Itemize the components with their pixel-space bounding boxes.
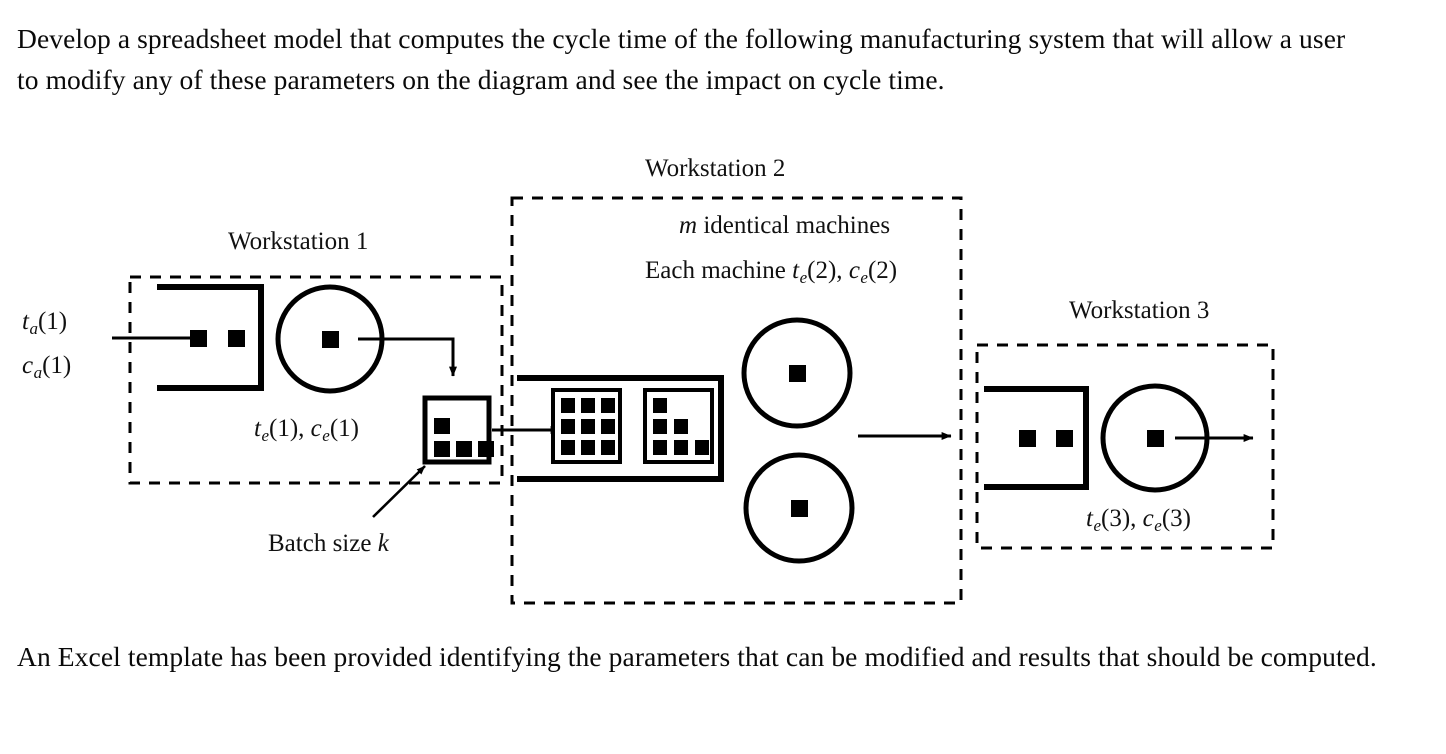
batch-unit <box>581 440 595 455</box>
ca-symbol: c <box>22 352 34 379</box>
te3-argument: (3), <box>1101 505 1137 532</box>
machine-job <box>1147 430 1164 447</box>
ce3-symbol: c <box>1142 505 1154 532</box>
te2-symbol: t <box>792 257 800 284</box>
te1-argument: (1), <box>269 415 305 442</box>
batch-unit <box>581 398 595 413</box>
batch-size-text: Batch size <box>268 530 378 557</box>
batch-unit <box>601 419 615 434</box>
manufacturing-system-diagram: ta(1) ca(1) Workstation 1 te(1), ce(1) B… <box>0 150 1446 620</box>
machine-job <box>322 331 339 348</box>
ta-argument: (1) <box>37 308 68 335</box>
te3-symbol: t <box>1086 505 1093 532</box>
batch-size-label: Batch size k <box>268 530 389 558</box>
ca-subscript: a <box>33 362 43 382</box>
queue-job <box>1056 430 1073 447</box>
workstation1-boundary <box>128 275 504 485</box>
workstation3-queue <box>984 386 1089 490</box>
queue-job <box>228 330 245 347</box>
arrival-interarrival-label: ta(1) <box>22 308 67 338</box>
te2-subscript: e <box>799 267 808 287</box>
ce1-symbol: c <box>310 415 322 442</box>
workstation2-title: Workstation 2 <box>645 155 786 182</box>
ce3-argument: (3) <box>1161 505 1191 532</box>
closing-paragraph: An Excel template has been provided iden… <box>17 641 1377 672</box>
workstation1-title: Workstation 1 <box>228 228 369 255</box>
batch-unit <box>601 440 615 455</box>
workstation3-process-label: te(3), ce(3) <box>1086 505 1191 535</box>
each-machine-prefix: Each machine <box>645 257 793 284</box>
batch-unit <box>561 419 575 434</box>
ce2-symbol: c <box>848 257 860 284</box>
batch-size-leader <box>372 465 426 518</box>
batch-unit <box>653 419 667 434</box>
machine-job <box>789 365 806 382</box>
batch-unit <box>653 440 667 455</box>
m-symbol: m <box>679 212 698 239</box>
batch-unit <box>674 440 688 455</box>
workstation1-process-label: te(1), ce(1) <box>254 415 359 445</box>
ce1-subscript: e <box>322 425 330 445</box>
arrival-cv-label: ca(1) <box>22 352 71 382</box>
ce2-argument: (2) <box>867 257 898 284</box>
batch-unit <box>695 440 709 455</box>
batch-size-symbol: k <box>377 530 389 557</box>
batch-unit <box>478 441 494 457</box>
batch-unit <box>674 419 688 434</box>
batch-unit <box>434 441 450 457</box>
ce1-argument: (1) <box>329 415 359 442</box>
ce3-subscript: e <box>1154 515 1162 535</box>
workstation3-title: Workstation 3 <box>1069 297 1210 324</box>
batch-unit <box>434 418 450 434</box>
workstation2-each-machine-line: Each machine te(2), ce(2) <box>645 257 897 287</box>
ca-argument: (1) <box>42 352 72 379</box>
workstation2-machines-line: m identical machines <box>679 212 890 240</box>
te2-argument: (2), <box>807 257 843 284</box>
batch-unit <box>561 398 575 413</box>
batch-unit <box>581 419 595 434</box>
workstation1-to-batch-arrow <box>358 337 457 377</box>
batch-unit <box>653 398 667 413</box>
batch-unit <box>601 398 615 413</box>
ta-subscript: a <box>29 318 38 338</box>
queue-job <box>1019 430 1036 447</box>
queue-job <box>190 330 207 347</box>
m-machines-text: identical machines <box>697 212 891 239</box>
workstation1-queue <box>157 284 264 391</box>
ta-symbol: t <box>22 308 29 335</box>
workstation2-queue <box>517 375 724 482</box>
batch-unit <box>561 440 575 455</box>
workstation3-boundary <box>975 343 1275 550</box>
intro-paragraph: Develop a spreadsheet model that compute… <box>17 23 1346 95</box>
machine-job <box>791 500 808 517</box>
te3-subscript: e <box>1093 515 1101 535</box>
ce2-subscript: e <box>860 267 868 287</box>
te1-symbol: t <box>254 415 261 442</box>
batch-unit <box>456 441 472 457</box>
diagram-svg <box>112 196 1275 605</box>
workstation2-boundary <box>510 196 963 605</box>
te1-subscript: e <box>261 425 269 445</box>
